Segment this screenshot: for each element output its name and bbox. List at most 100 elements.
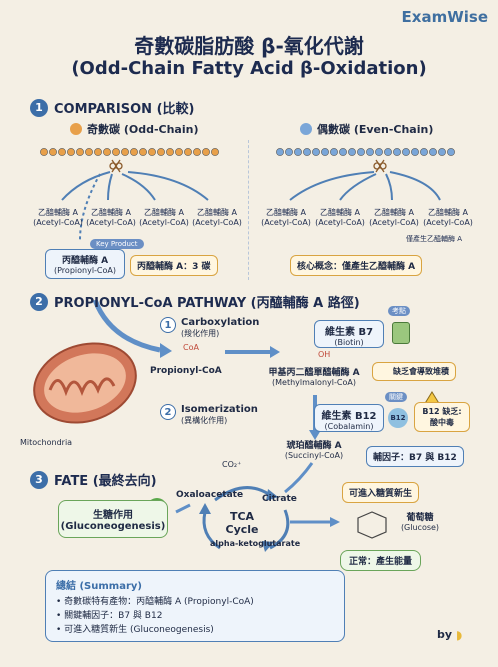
b12-deficiency-line2: 酸中毒 (430, 418, 454, 427)
bead (339, 148, 347, 156)
bead (303, 148, 311, 156)
bead (366, 148, 374, 156)
scissors-icon (373, 159, 387, 173)
pathway-arrow (92, 299, 161, 353)
b12-zh: 維生素 B12 (321, 411, 377, 422)
succinyl-zh: 琥珀醯輔酶 A (286, 441, 342, 451)
section1-number: 1 (30, 98, 48, 117)
key-tag: 關鍵 (385, 392, 407, 402)
even-chain-label: 偶數碳 (Even-Chain) (300, 121, 433, 137)
bead (312, 148, 320, 156)
even-only-note: 僅產生乙醯輔酶 A (406, 235, 463, 243)
b12-box: 維生素 B12 (Cobalamin) (314, 404, 384, 432)
methylmalonyl-label: 甲基丙二醯單醯輔酶 A (Methylmalonyl-CoA) (255, 365, 373, 387)
summary-item: • 關鍵輔因子：B7 與 B12 (56, 610, 163, 621)
bead (429, 148, 437, 156)
bead (211, 148, 219, 156)
key-product-tag: Key Product (90, 239, 144, 249)
gluconeo-tag: 可進入糖質新生 (342, 482, 420, 503)
bead (411, 148, 419, 156)
propionyl-box: 丙醯輔酶 A (Propionyl-CoA) (45, 249, 125, 279)
bead (393, 148, 401, 156)
bead (420, 148, 428, 156)
bead (285, 148, 293, 156)
bead (321, 148, 329, 156)
even-acetyl-4: 乙醯輔酶 A(Acetyl-CoA) (423, 208, 473, 227)
glucose-zh: 葡萄糖 (406, 513, 434, 523)
propionyl-note: 丙醯輔酶 A：3 碳 (130, 255, 218, 276)
summary-box: 總結 (Summary) • 奇數碳特有產物：丙醯輔酶 A (Propionyl… (45, 570, 345, 642)
bead (67, 148, 75, 156)
mitochondria-icon (33, 342, 137, 424)
even-chain-beads (276, 148, 455, 156)
section3-title: FATE (最終去向) (54, 474, 157, 489)
section2-title: PROPIONYL-CoA PATHWAY (丙醯輔酶 A 路徑) (54, 296, 360, 311)
bead (103, 148, 111, 156)
bead (139, 148, 147, 156)
step2-zh: (異構化作用) (181, 416, 228, 425)
coa-label: CoA (183, 343, 199, 352)
bead (357, 148, 365, 156)
bead (294, 148, 302, 156)
succinyl-en: (Succinyl-CoA) (284, 451, 344, 460)
to-gluconeogenesis-arrow (175, 503, 191, 514)
bead (49, 148, 57, 156)
section2-heading: 2 PROPIONYL-CoA PATHWAY (丙醯輔酶 A 路徑) (30, 292, 360, 311)
bead (166, 148, 174, 156)
vitamin-bottle-icon (392, 322, 410, 344)
bead (375, 148, 383, 156)
step2-en: Isomerization (181, 404, 258, 415)
bead (447, 148, 455, 156)
step1-zh: (羧化作用) (181, 329, 220, 338)
bead (130, 148, 138, 156)
bead (276, 148, 284, 156)
odd-chain-icon (70, 123, 82, 135)
glucose-en: (Glucose) (400, 523, 440, 532)
b12-icon: B12 (388, 408, 408, 428)
bead (40, 148, 48, 156)
energy-box: 正常：產生能量 (340, 550, 422, 571)
step2-number: 2 (160, 404, 176, 420)
bead (348, 148, 356, 156)
page-title-en: (Odd-Chain Fatty Acid β-Oxidation) (71, 58, 427, 79)
bead (193, 148, 201, 156)
biotin-zh: 維生素 B7 (324, 327, 374, 338)
b12-deficiency-box: B12 缺乏: 酸中毒 (414, 402, 470, 432)
banana-icon: ◗ (456, 628, 463, 642)
odd-acetyl-3: 乙醯輔酶 A(Acetyl-CoA) (139, 208, 189, 227)
summary-list: • 奇數碳特有產物：丙醯輔酶 A (Propionyl-CoA) • 關鍵輔因子… (56, 596, 334, 638)
propionyl-zh: 丙醯輔酶 A (61, 256, 109, 266)
oxaloacetate-label: Oxaloacetate (176, 490, 244, 500)
odd-acetyl-1: 乙醯輔酶 A(Acetyl-CoA) (33, 208, 83, 227)
bead (58, 148, 66, 156)
co2-label: CO₂⁺ (222, 460, 242, 469)
succinyl-to-tca-arrow (284, 462, 314, 494)
summary-title: 總結 (Summary) (56, 581, 142, 592)
glucose-label: 葡萄糖 (Glucose) (390, 510, 450, 532)
section1-heading: 1 COMPARISON (比較) (30, 98, 194, 117)
even-chain-text: 偶數碳 (Even-Chain) (317, 123, 434, 136)
tca-line1: TCA (229, 510, 255, 523)
summary-item: • 可進入糖質新生 (Gluconeogenesis) (56, 624, 214, 635)
bead (85, 148, 93, 156)
core-concept: 核心概念：僅產生乙醯輔酶 A (290, 255, 423, 276)
step2-label: 2 Isomerization (異構化作用) (160, 404, 258, 426)
bead (202, 148, 210, 156)
exam-tag: 考點 (388, 306, 410, 316)
propionyl-structure-label: Propionyl-CoA (150, 366, 222, 376)
b12-deficiency-line1: B12 缺乏: (422, 407, 462, 416)
propionyl-en: (Propionyl-CoA) (54, 266, 116, 275)
bead (112, 148, 120, 156)
gluconeogenesis-zh: 生糖作用 (93, 510, 133, 521)
step1-label: 1 Carboxylation (羧化作用) (160, 317, 259, 339)
odd-acetyl-2: 乙醯輔酶 A(Acetyl-CoA) (86, 208, 136, 227)
biotin-en: (Biotin) (334, 338, 364, 347)
methylmalonyl-en: (Methylmalonyl-CoA) (272, 378, 356, 387)
odd-acetyl-4: 乙醯輔酶 A(Acetyl-CoA) (192, 208, 242, 227)
biotin-box: 維生素 B7 (Biotin) (314, 320, 384, 348)
even-acetyl-3: 乙醯輔酶 A(Acetyl-CoA) (369, 208, 419, 227)
odd-chain-text: 奇數碳 (Odd-Chain) (87, 123, 199, 136)
oh-label: OH (318, 350, 331, 359)
methylmalonyl-zh: 甲基丙二醯單醯輔酶 A (268, 368, 360, 378)
